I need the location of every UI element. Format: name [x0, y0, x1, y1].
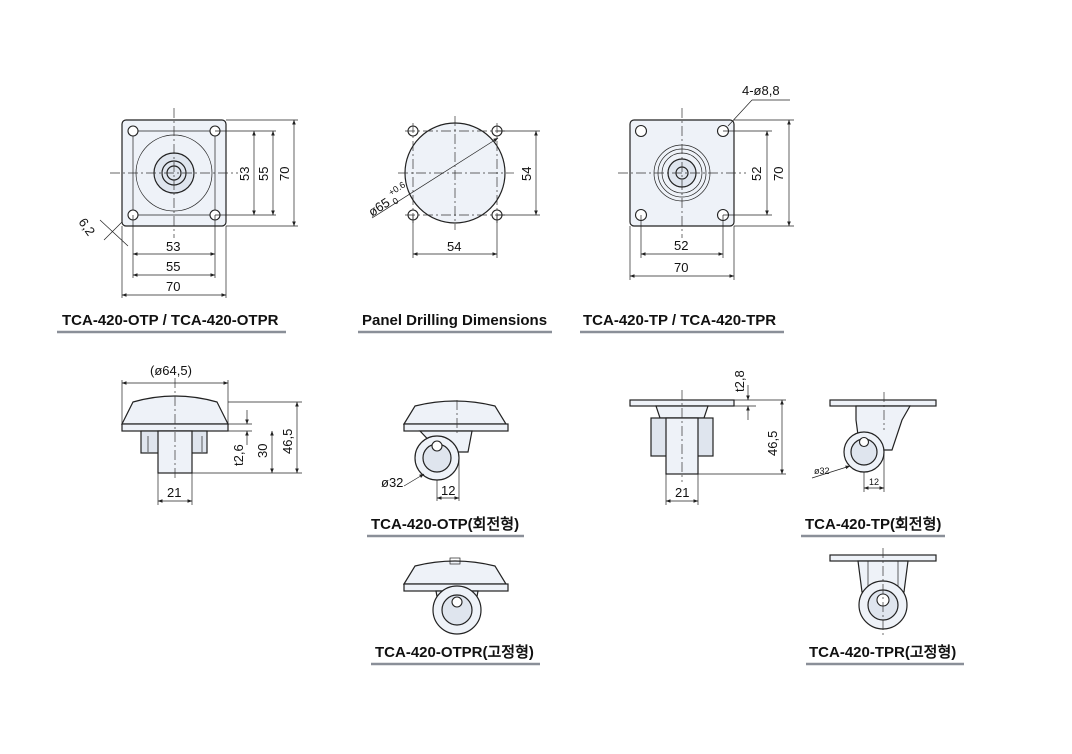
caption-panel-drilling: Panel Drilling Dimensions — [362, 312, 547, 329]
otp-dim-w53: 53 — [166, 239, 180, 254]
panel-dim-tol-high: +0.6 — [387, 180, 407, 198]
caption-otp-swivel: TCA-420-OTP(회전형) — [371, 516, 519, 533]
panel-dim-h54: 54 — [519, 167, 534, 181]
otp-dim-corner: 6,2 — [76, 215, 99, 238]
tp-dim-h52: 52 — [749, 167, 764, 181]
tp-dim-h70: 70 — [771, 167, 786, 181]
tp-swivel-dim-wheel: ø32 — [814, 466, 830, 476]
otp-side-view — [121, 378, 302, 505]
tp-swivel-dim-w12: 12 — [869, 477, 879, 487]
tp-top-view — [618, 99, 794, 280]
panel-drilling-view — [371, 116, 540, 258]
caption-tpr-fixed: TCA-420-TPR(고정형) — [809, 643, 956, 661]
otp-dim-h53: 53 — [237, 167, 252, 181]
otp-dim-w55: 55 — [166, 259, 180, 274]
tp-side-view — [629, 385, 786, 505]
tp-side-dim-w21: 21 — [675, 485, 689, 500]
otp-swivel-dim-w12: 12 — [441, 483, 455, 498]
tp-dim-w70: 70 — [674, 260, 688, 275]
tp-swivel-view — [811, 392, 937, 492]
caption-otp-series: TCA-420-OTP / TCA-420-OTPR — [62, 312, 279, 329]
tp-side-dim-t: t2,8 — [732, 370, 747, 392]
caption-otpr-fixed: TCA-420-OTPR(고정형) — [375, 643, 534, 661]
otp-swivel-view — [402, 400, 509, 501]
otpr-fixed-view — [402, 557, 509, 635]
panel-dim-w54: 54 — [447, 239, 461, 254]
otp-dim-w70: 70 — [166, 279, 180, 294]
otp-side-dim-t: t2,6 — [231, 444, 246, 466]
otp-dim-h55: 55 — [256, 167, 271, 181]
tp-dim-w52: 52 — [674, 238, 688, 253]
panel-dim-tol-low: 0 — [391, 196, 401, 207]
otp-side-dim-h30: 30 — [255, 444, 270, 458]
otp-side-dim-dia: (ø64,5) — [150, 363, 192, 378]
caption-tp-series: TCA-420-TP / TCA-420-TPR — [583, 312, 776, 329]
tp-side-dim-h465: 46,5 — [765, 431, 780, 456]
otp-swivel-dim-wheel: ø32 — [381, 475, 403, 490]
tp-dim-holes: 4-ø8,8 — [742, 83, 780, 98]
otp-top-view — [99, 108, 298, 298]
caption-tp-swivel: TCA-420-TP(회전형) — [805, 516, 941, 533]
tpr-fixed-view — [829, 548, 937, 636]
panel-dim-dia: ø65 — [365, 195, 392, 220]
otp-side-dim-h465: 46,5 — [280, 429, 295, 454]
otp-side-dim-w21: 21 — [167, 485, 181, 500]
otp-dim-h70: 70 — [277, 167, 292, 181]
